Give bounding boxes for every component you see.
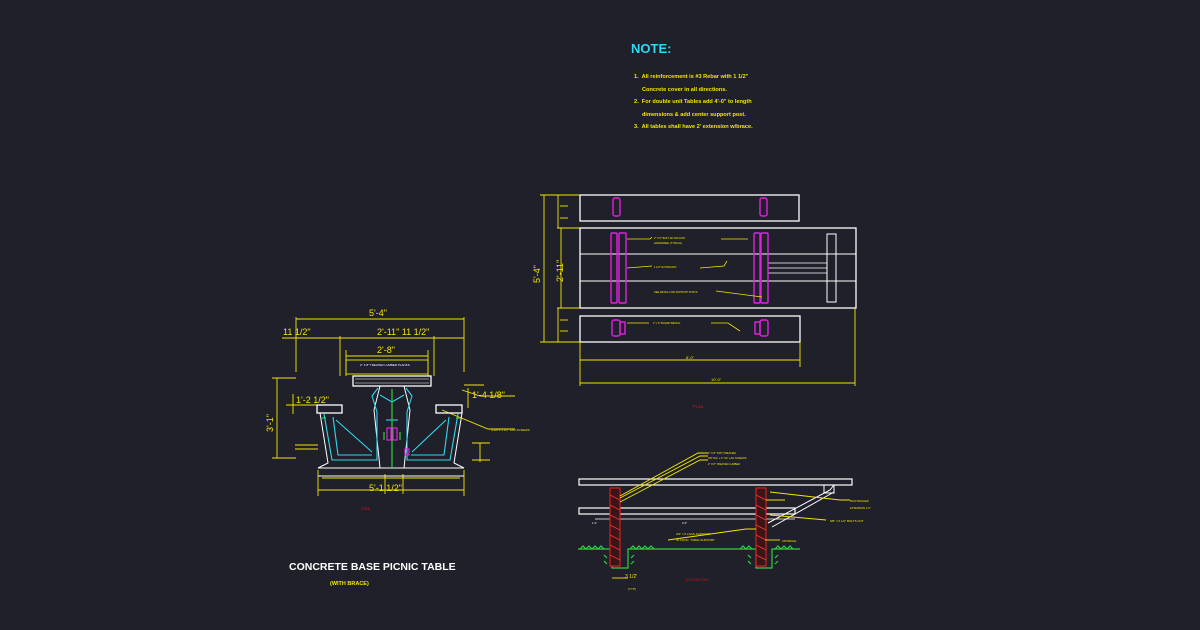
elev-bench: [578, 507, 796, 515]
side-dim-left-overhang: 11 1/2": [283, 327, 311, 337]
drawing-title: CONCRETE BASE PICNIC TABLE: [289, 561, 456, 573]
side-dim-overall-height: 3'-1": [265, 414, 275, 432]
drawing-subtitle: (WITH BRACE): [330, 581, 369, 587]
side-view: 5'-4" 11 1/2" 2'-11" 11 1/2" 2'-8" 1'-2 …: [265, 308, 530, 511]
elev-tabletop: [578, 478, 853, 486]
elev-footing-note: (TYP): [628, 587, 636, 591]
svg-text:2X8 BRACE: 2X8 BRACE: [782, 539, 797, 543]
elev-support-note-1: 3/4" x 6 LAGS SUPPORT: [676, 532, 710, 536]
plan-dim-length-inner: 8'-0": [686, 355, 695, 360]
svg-text:2" X 8" TREATED LUMBER: 2" X 8" TREATED LUMBER: [708, 462, 740, 466]
side-dim-bench-left: 1'-2 1/2": [296, 395, 329, 405]
svg-text:2" X 8" TOP (TREATED): 2" X 8" TOP (TREATED): [708, 451, 736, 455]
svg-text:EXTENSION 1'-0": EXTENSION 1'-0": [850, 506, 871, 510]
elevation-view: 2" X 8" TOP (TREATED) 3/8" DIA. x 4" SS.…: [578, 451, 871, 591]
side-view-label: SIDE: [361, 506, 371, 511]
svg-text:2" X 6" BOLT W/ ANCHOR: 2" X 6" BOLT W/ ANCHOR: [654, 236, 685, 240]
side-tabletop: [352, 375, 432, 387]
svg-text:3'-0": 3'-0": [682, 521, 687, 525]
note-item-2-cont: dimensions & add center support post.: [642, 111, 746, 118]
note-item-2: 2. For double unit Tables add 4'-0" to l…: [634, 99, 752, 106]
side-bolt-note: 4-3/8"x 3 1/2" LAG SCREWS: [491, 428, 530, 432]
plan-view-label: PLAN: [693, 404, 704, 409]
svg-text:2" X 8" TREATED LUMBER PLANKS: 2" X 8" TREATED LUMBER PLANKS: [360, 363, 410, 367]
elevation-view-label: ELEVATION: [686, 577, 708, 582]
svg-text:2" x 6" BOARD BENCH: 2" x 6" BOARD BENCH: [653, 321, 680, 325]
svg-text:BOLT/WASHER: BOLT/WASHER: [850, 499, 869, 503]
note-item-3: 3. All tables shall have 2' extension w/…: [634, 124, 753, 131]
svg-text:1 1/2" EXTENSION: 1 1/2" EXTENSION: [654, 265, 677, 269]
plan-view: 2" X 6" BOLT W/ ANCHOR HARDWARE (TYPICAL…: [532, 194, 857, 409]
plan-tabletop: [579, 227, 857, 309]
plan-brace-end: [826, 233, 837, 303]
svg-text:3/8" DIA. x 4" SS. LAG SCREWS: 3/8" DIA. x 4" SS. LAG SCREWS: [708, 456, 747, 460]
elev-bolt-note: 5/8" x 5 1/2" BOLTS NUT: [830, 519, 864, 523]
svg-text:HARDWARE (TYPICAL): HARDWARE (TYPICAL): [654, 241, 682, 245]
plan-bench-bottom: [579, 315, 801, 343]
note-item-1: 1. All reinforcement is #3 Rebar with 1 …: [634, 74, 749, 80]
side-dim-tabletop-width: 2'-8": [377, 345, 395, 355]
note-item-1-cont: Concrete cover in all directions.: [642, 86, 727, 93]
elev-post-right: [755, 487, 767, 567]
plan-dim-length-overall: 10'-0": [711, 377, 722, 382]
note-title: NOTE:: [631, 41, 672, 56]
elev-footing-depth: 3 1/2': [625, 574, 637, 580]
plan-bench-top: [579, 194, 800, 222]
side-bench-left: [316, 404, 343, 414]
svg-text:1'-2": 1'-2": [592, 521, 597, 525]
side-bench-right: [435, 404, 463, 414]
plan-dim-height-inner: 2'-11": [555, 260, 565, 282]
plan-dim-height-overall: 5'-4": [532, 265, 542, 283]
note-list: 1. All reinforcement is #3 Rebar with 1 …: [634, 71, 753, 134]
elev-support-note-2: IN CONC. TABLE SUPPORT: [676, 538, 715, 542]
svg-text:SEE DETAIL FOR SUPPORT POSTS: SEE DETAIL FOR SUPPORT POSTS: [654, 290, 698, 294]
elev-post-left: [609, 487, 621, 567]
side-dim-top-span: 2'-11" 11 1/2": [377, 327, 429, 337]
side-dim-overall-width: 5'-4": [369, 308, 387, 318]
side-dim-base-width: 5'-1 1/2": [369, 483, 402, 493]
side-dim-bench-right: 1'-4 1/8": [472, 390, 505, 400]
